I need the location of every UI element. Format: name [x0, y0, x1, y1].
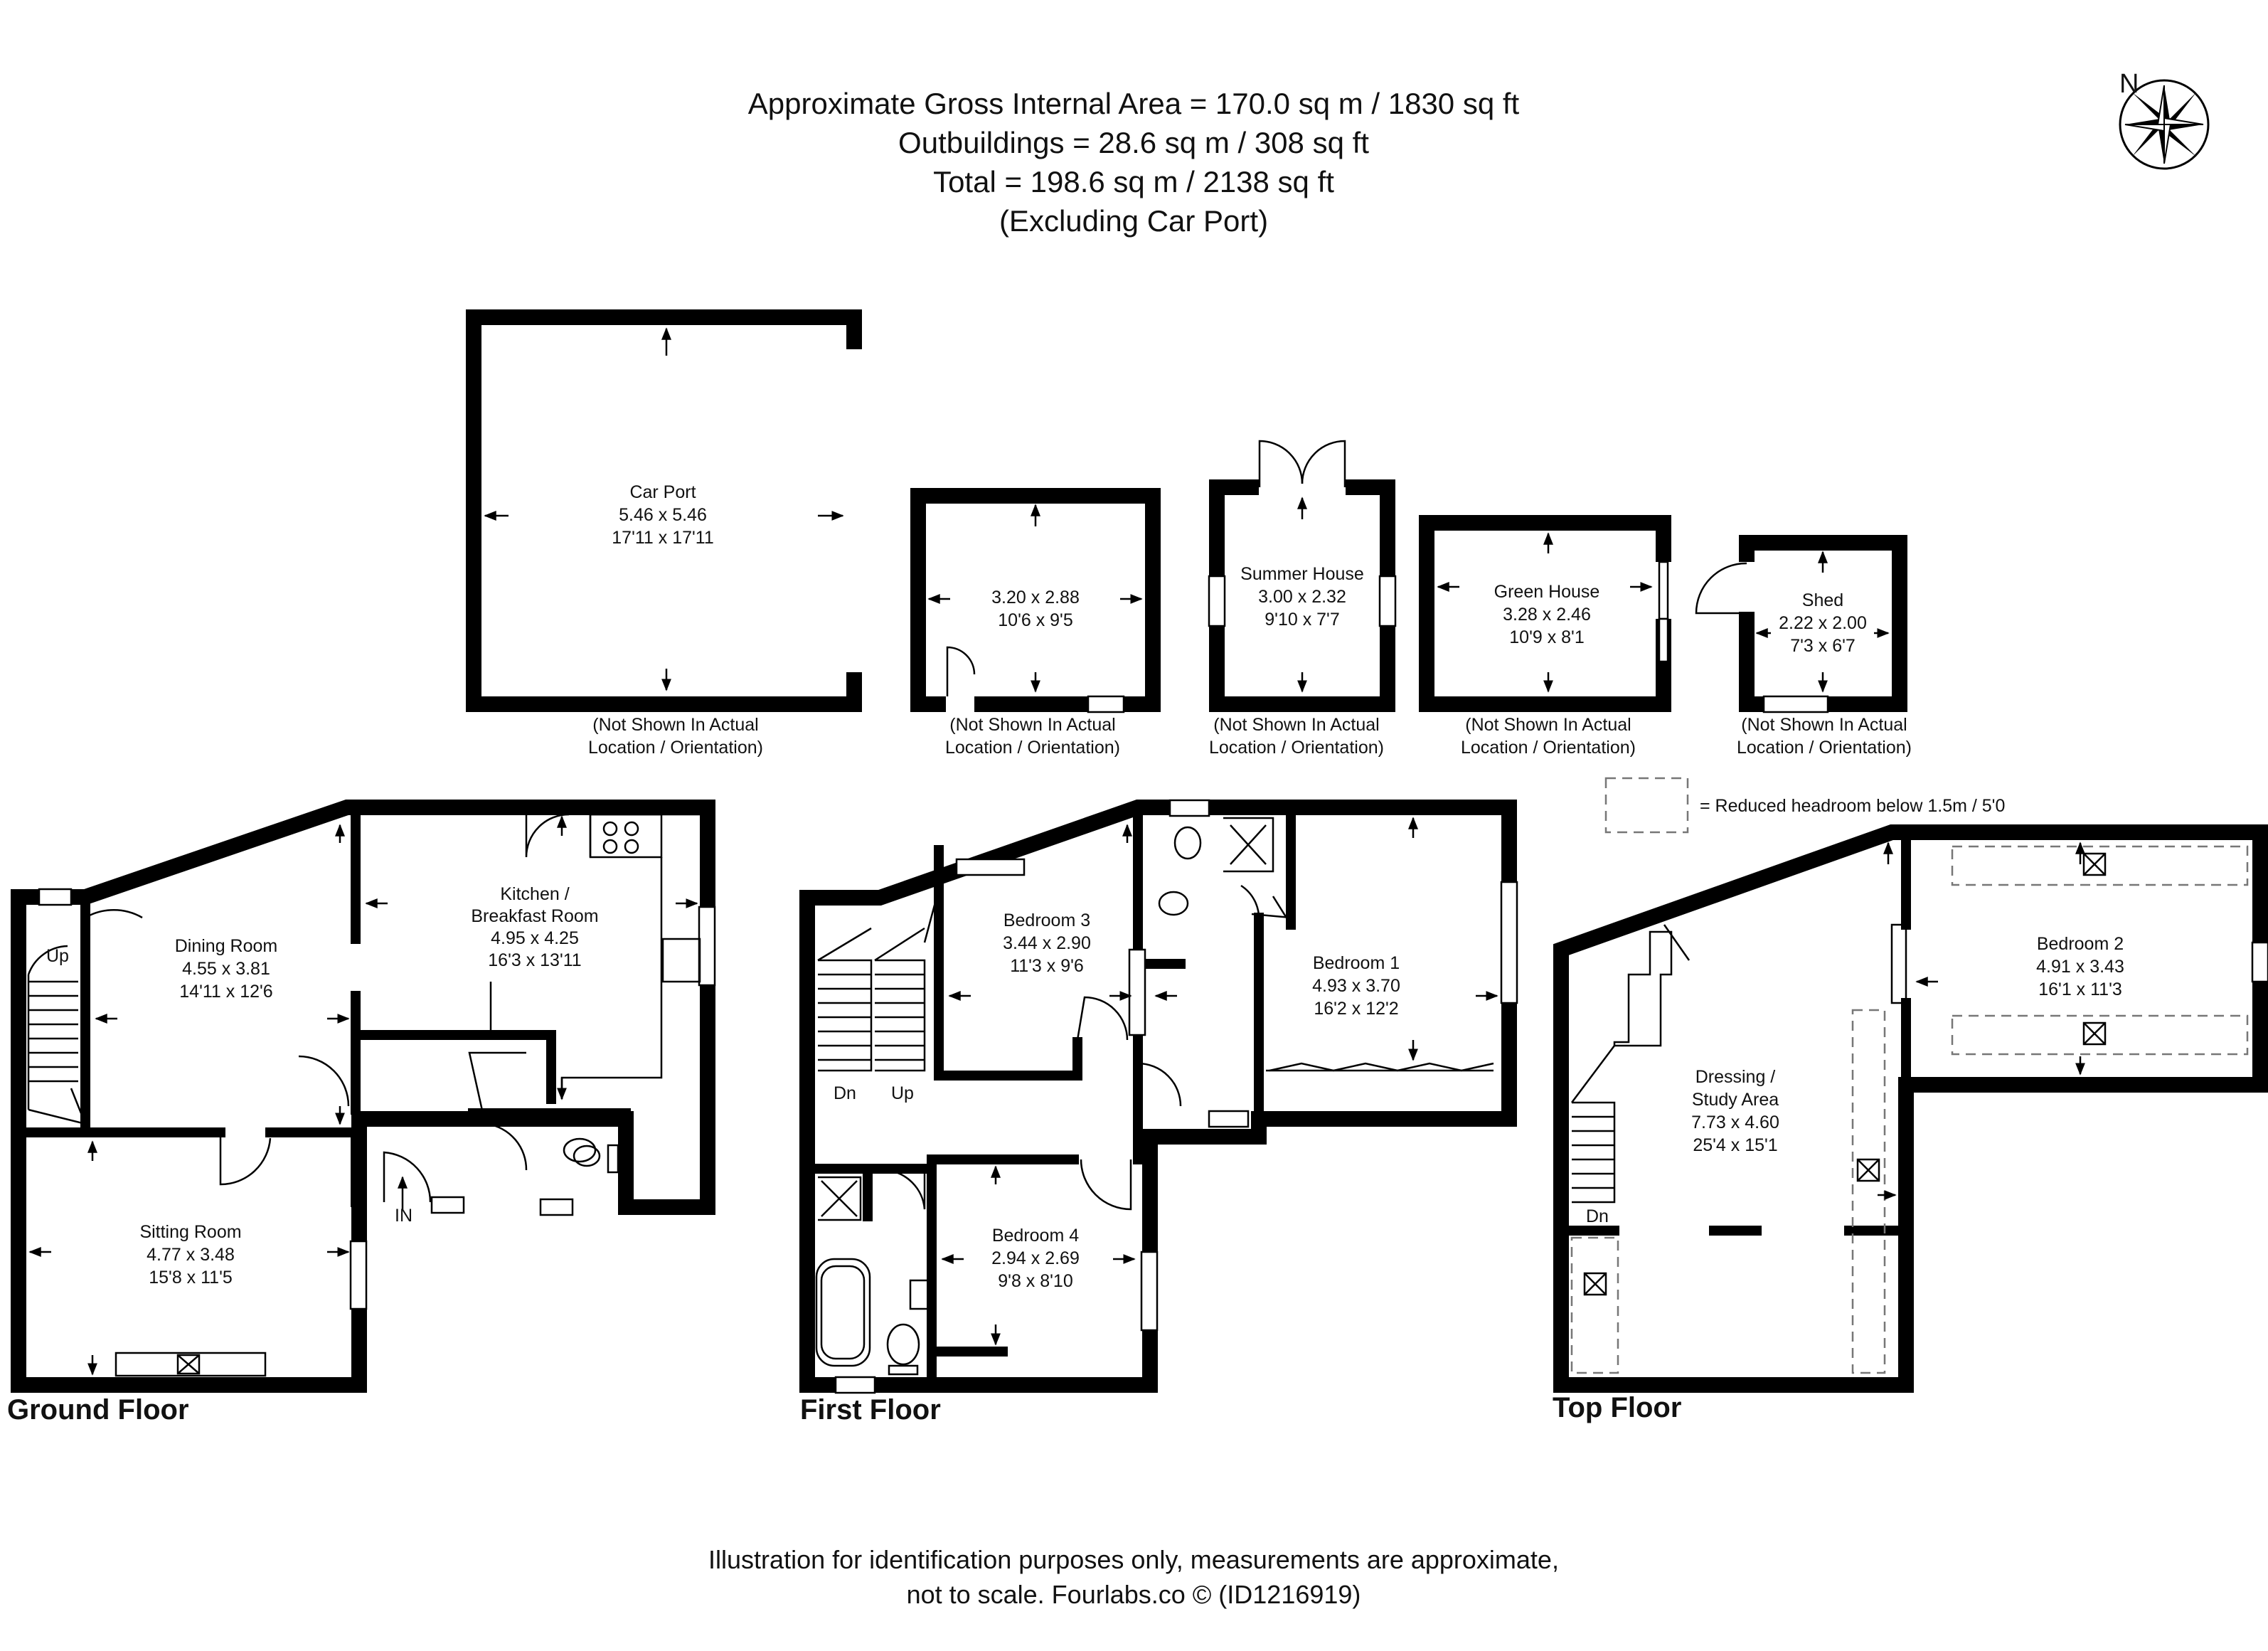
top-dn-label: Dn — [1586, 1206, 1609, 1226]
green-house-note-line2: Location / Orientation) — [1461, 738, 1636, 758]
dining-room-name: Dining Room — [175, 936, 278, 956]
summer-house-note-line2: Location / Orientation) — [1209, 738, 1384, 758]
compass-rose-icon — [2119, 79, 2210, 170]
top-floor-title: Top Floor — [1553, 1392, 1681, 1423]
dining-room-metric: 4.55 x 3.81 — [182, 959, 270, 979]
bedroom4-metric: 2.94 x 2.69 — [991, 1248, 1080, 1268]
summer-house-metric: 3.00 x 2.32 — [1258, 587, 1346, 607]
shed-note-line2: Location / Orientation) — [1737, 738, 1912, 758]
dining-room-imperial: 14'11 x 12'6 — [179, 982, 272, 1002]
dressing-name-line2: Study Area — [1692, 1090, 1779, 1110]
car-port-note-line2: Location / Orientation) — [588, 738, 763, 758]
green-house-metric: 3.28 x 2.46 — [1503, 605, 1591, 625]
dressing-name-line1: Dressing / — [1695, 1067, 1776, 1087]
summer-house-note-line1: (Not Shown In Actual — [1213, 715, 1379, 735]
legend-text: = Reduced headroom below 1.5m / 5'0 — [1700, 796, 2005, 816]
shed-name: Shed — [1802, 590, 1843, 610]
first-floor: Dn Up Bedroom 3 3.44 x 2.90 11'3 x 9'6 B… — [799, 799, 1518, 1426]
disclaimer-line2: not to scale. Fourlabs.co © (ID1216919) — [907, 1580, 1361, 1609]
green-house-name: Green House — [1494, 582, 1600, 602]
bedroom1-imperial: 16'2 x 12'2 — [1314, 999, 1398, 1019]
green-house-imperial: 10'9 x 8'1 — [1509, 627, 1584, 647]
dressing-imperial: 25'4 x 15'1 — [1693, 1135, 1777, 1155]
area-summary-line2: Outbuildings = 28.6 sq m / 308 sq ft — [898, 126, 1369, 159]
bedroom4-name: Bedroom 4 — [992, 1226, 1079, 1246]
garage-note-line2: Location / Orientation) — [945, 738, 1120, 758]
garage-note-line1: (Not Shown In Actual — [949, 715, 1115, 735]
garage-imperial: 10'6 x 9'5 — [998, 610, 1072, 630]
entrance-label: IN — [395, 1206, 412, 1226]
car-port-metric: 5.46 x 5.46 — [619, 505, 707, 525]
first-staircase — [817, 927, 926, 1072]
car-port: Car Port 5.46 x 5.46 17'11 x 17'11 — [466, 309, 862, 712]
first-floor-title: First Floor — [800, 1394, 941, 1426]
kitchen-metric: 4.95 x 4.25 — [491, 928, 579, 948]
ground-staircase — [27, 945, 87, 1125]
not-shown-notes: (Not Shown In Actual Location / Orientat… — [588, 715, 1912, 758]
area-summary-line4: (Excluding Car Port) — [999, 204, 1268, 238]
sitting-room-name: Sitting Room — [139, 1222, 241, 1242]
area-summary: Approximate Gross Internal Area = 170.0 … — [748, 87, 1520, 238]
skylight-icon — [1583, 852, 2107, 1296]
disclaimer: Illustration for identification purposes… — [708, 1545, 1559, 1609]
ground-up-label: Up — [46, 946, 69, 966]
disclaimer-line1: Illustration for identification purposes… — [708, 1545, 1559, 1574]
bedroom3-imperial: 11'3 x 9'6 — [1010, 956, 1084, 976]
shed-metric: 2.22 x 2.00 — [1779, 613, 1867, 633]
headroom-legend: = Reduced headroom below 1.5m / 5'0 — [1604, 777, 2005, 834]
area-summary-line1: Approximate Gross Internal Area = 170.0 … — [748, 87, 1520, 120]
garage-metric: 3.20 x 2.88 — [991, 588, 1080, 607]
bedroom2-imperial: 16'1 x 11'3 — [2038, 980, 2122, 999]
bedroom1-name: Bedroom 1 — [1313, 953, 1400, 973]
top-staircase — [1571, 1045, 1616, 1204]
bedroom4-imperial: 9'8 x 8'10 — [998, 1271, 1072, 1291]
bedroom2-name: Bedroom 2 — [2037, 934, 2124, 954]
shed-imperial: 7'3 x 6'7 — [1790, 636, 1856, 656]
bedroom2-metric: 4.91 x 3.43 — [2036, 957, 2124, 977]
reduced-headroom-swatch — [1604, 777, 1689, 834]
car-port-imperial: 17'11 x 17'11 — [612, 528, 713, 548]
summer-house-name: Summer House — [1240, 564, 1364, 584]
first-up-label: Up — [891, 1083, 914, 1103]
bedroom1-metric: 4.93 x 3.70 — [1312, 976, 1400, 996]
sitting-room-imperial: 15'8 x 11'5 — [149, 1268, 233, 1288]
area-summary-line3: Total = 198.6 sq m / 2138 sq ft — [933, 165, 1334, 198]
shed: Shed 2.22 x 2.00 7'3 x 6'7 — [1695, 535, 1907, 713]
garage: 3.20 x 2.88 10'6 x 9'5 — [910, 488, 1161, 713]
bedroom3-metric: 3.44 x 2.90 — [1003, 933, 1091, 953]
sitting-room-metric: 4.77 x 3.48 — [147, 1245, 235, 1265]
kitchen-name-line2: Breakfast Room — [471, 906, 598, 926]
kitchen-name-line1: Kitchen / — [500, 884, 569, 904]
bedroom3-name: Bedroom 3 — [1003, 911, 1090, 930]
top-floor: Dn Bedroom 2 4.91 x 3.43 16'1 x 11'3 Dre… — [1553, 824, 2268, 1423]
summer-house-imperial: 9'10 x 7'7 — [1265, 610, 1339, 630]
first-dn-label: Dn — [834, 1083, 856, 1103]
kitchen-imperial: 16'3 x 13'11 — [488, 950, 581, 970]
green-house-note-line1: (Not Shown In Actual — [1465, 715, 1631, 735]
green-house: Green House 3.28 x 2.46 10'9 x 8'1 — [1419, 515, 1671, 712]
dressing-metric: 7.73 x 4.60 — [1691, 1113, 1779, 1132]
ground-floor-title: Ground Floor — [7, 1394, 189, 1426]
car-port-name: Car Port — [629, 482, 696, 502]
ground-floor: Up IN Dining Room 4.55 x 3.81 14'11 x 12… — [7, 800, 716, 1426]
car-port-note-line1: (Not Shown In Actual — [592, 715, 758, 735]
summer-house: Summer House 3.00 x 2.32 9'10 x 7'7 — [1208, 440, 1397, 712]
shed-note-line1: (Not Shown In Actual — [1741, 715, 1907, 735]
compass-north-label: N — [2119, 69, 2139, 99]
